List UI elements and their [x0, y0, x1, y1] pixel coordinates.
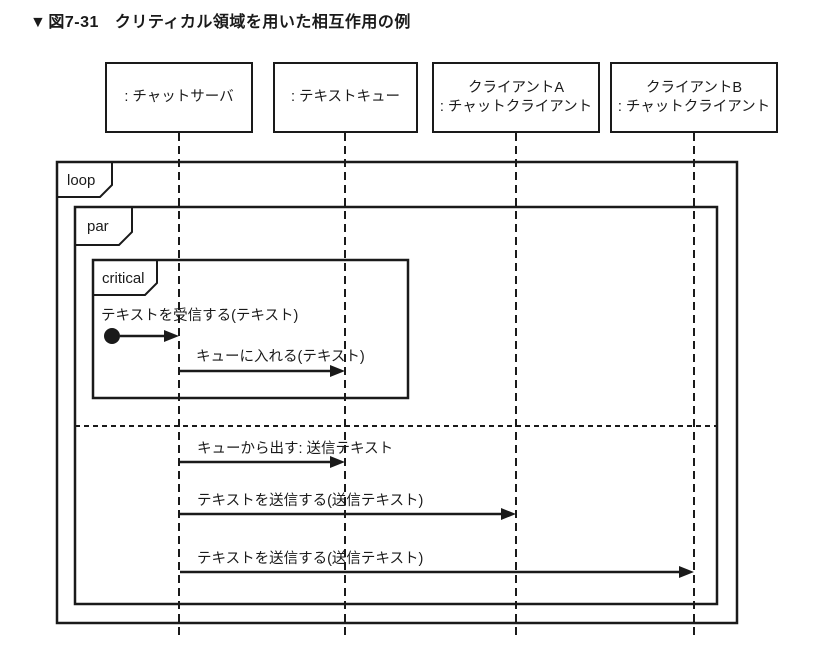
message-arrowhead-send-text-b [679, 566, 694, 578]
figure-title-text: クリティカル領域を用いた相互作用の例 [114, 14, 411, 31]
figure-title: ▼図7-31 クリティカル領域を用いた相互作用の例 [30, 8, 411, 32]
triangle-marker-icon: ▼ [30, 14, 47, 31]
fragment-label-critical: critical [102, 269, 145, 287]
message-arrowhead-send-text-a [501, 508, 516, 520]
fragment-frame-loop [55, 160, 739, 625]
fragment-label-pentagons [58, 163, 158, 296]
message-label-dequeue: キューから出す: 送信テキスト [197, 441, 394, 457]
lifeline-head-text-queue: : テキストキュー [273, 62, 418, 133]
fragment-frame-par [73, 205, 719, 606]
lifeline-head-client-b: クライアントB : チャットクライアント [610, 62, 778, 133]
fragment-label-loop: loop [67, 171, 96, 189]
message-label-receive-text: テキストを受信する(テキスト) [101, 308, 299, 324]
message-arrowhead-receive-text [164, 330, 179, 342]
message-arrowhead-dequeue [330, 456, 345, 468]
message-label-enqueue: キューに入れる(テキスト) [196, 349, 365, 365]
critical-label-pentagon [94, 261, 158, 296]
loop-label-pentagon [58, 163, 113, 198]
fragment-label-par: par [87, 217, 109, 235]
par-label-pentagon [76, 208, 133, 246]
message-label-send-text-a: テキストを送信する(送信テキスト) [197, 493, 424, 509]
lifeline-head-chat-server: : チャットサーバ [105, 62, 253, 133]
fragment-frame-critical [91, 258, 410, 400]
message-arrowhead-enqueue [330, 365, 345, 377]
lifelines [178, 133, 695, 636]
found-message-circle [104, 328, 120, 344]
message-label-send-text-b: テキストを送信する(送信テキスト) [197, 551, 424, 567]
lifeline-head-client-a: クライアントA : チャットクライアント [432, 62, 600, 133]
figure-number: 図7-31 [48, 14, 99, 31]
